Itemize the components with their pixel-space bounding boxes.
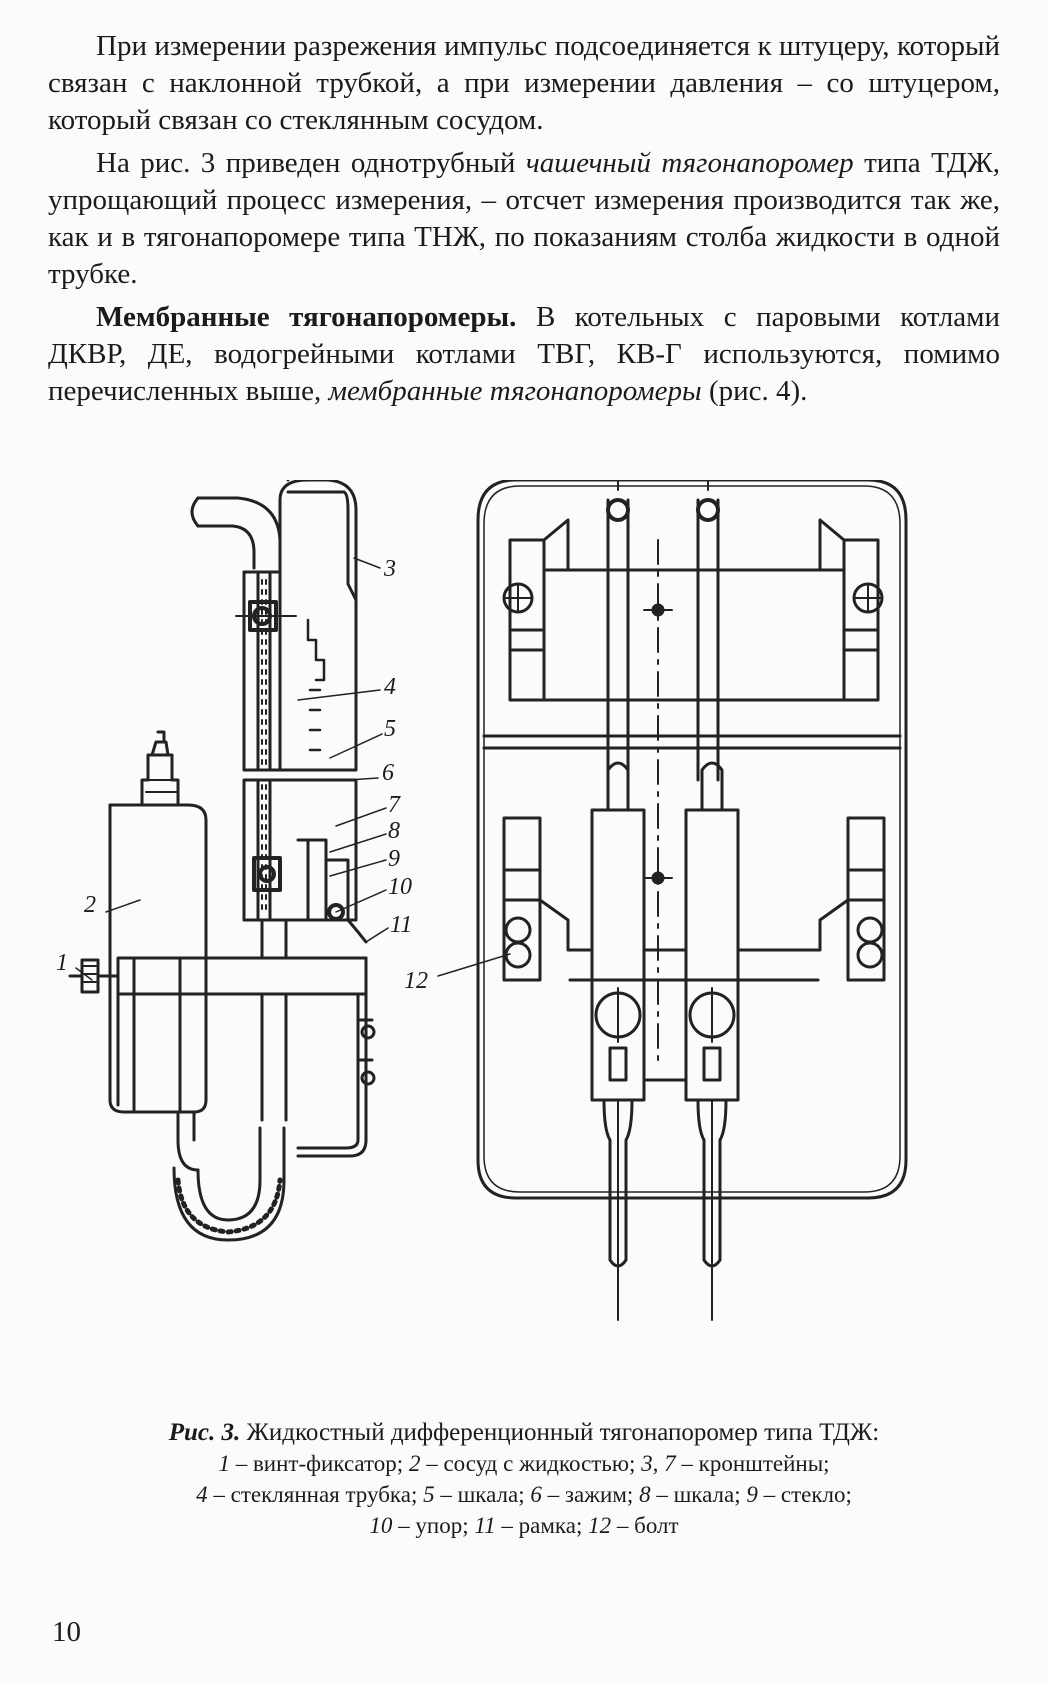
callout-9: 9 [388,846,400,872]
callout-10: 10 [388,874,412,900]
figure-draft-gauge: 3 4 5 6 7 8 9 10 11 2 1 12 [48,459,1000,1400]
callout-2: 2 [84,892,96,918]
callout-7: 7 [388,792,401,818]
front-view [476,459,908,1321]
side-view [68,478,376,1242]
technical-drawing: 3 4 5 6 7 8 9 10 11 2 1 12 [56,459,908,1321]
section-heading: Мембранные тягонапоромеры. [96,301,517,333]
callout-12: 12 [404,968,428,994]
paragraph-2: На рис. 3 приведен однотрубный чашечный … [48,147,1000,290]
figure-caption: Рис. 3. Жидкостный дифференционный тягон… [60,1417,988,1541]
callout-4: 4 [384,674,396,700]
caption-label: Рис. 3. [168,1419,241,1446]
caption-title: Рис. 3. Жидкостный дифференционный тягон… [168,1419,880,1446]
caption-legend-line-3: 10 – упор; 11 – рамка; 12 – болт [369,1513,679,1538]
caption-legend-line-2: 4 – стеклянная трубка; 5 – шкала; 6 – за… [196,1482,852,1507]
callout-6: 6 [382,760,394,786]
page-number: 10 [52,1616,81,1648]
paragraph-3: Мембранные тягонапоромеры. В котельных с… [48,301,1000,407]
callout-5: 5 [384,716,396,742]
callout-3: 3 [383,556,396,582]
callout-numbers: 3 4 5 6 7 8 9 10 11 2 1 12 [56,556,428,994]
paragraph-1: При измерении разрежения импульс подсоед… [48,30,1000,136]
body-text: При измерении разрежения импульс подсоед… [48,28,1000,416]
callout-leaders [75,557,511,981]
callout-1: 1 [56,950,68,976]
callout-11: 11 [390,912,412,938]
callout-8: 8 [388,818,400,844]
caption-legend-line-1: 1 – винт-фиксатор; 2 – сосуд с жидкостью… [218,1451,830,1476]
